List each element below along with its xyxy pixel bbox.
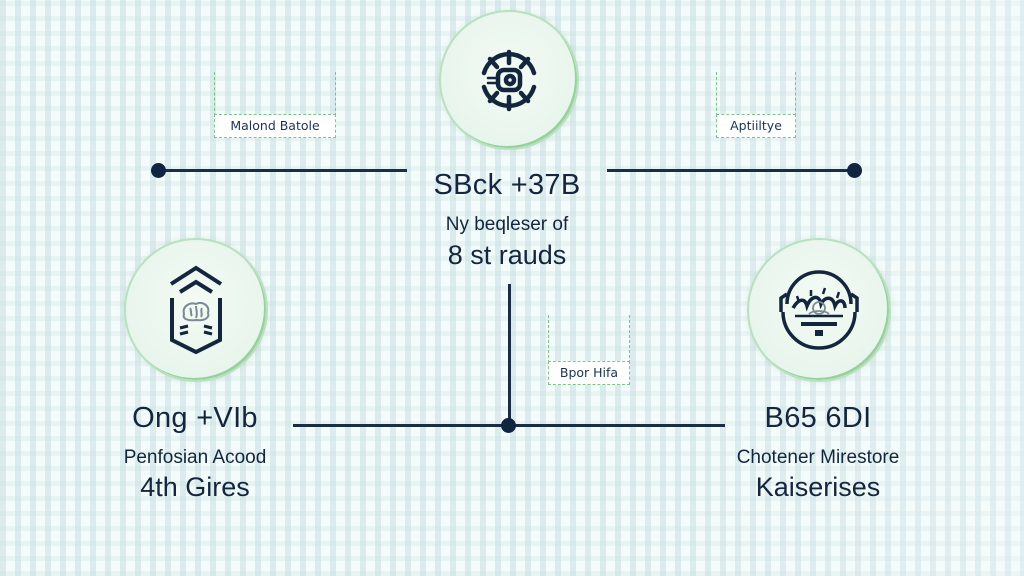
left-node-title: Ong +VIb	[132, 402, 258, 434]
tag-label: Malond Batole	[214, 114, 336, 138]
tag-center: Bpor Hifa	[548, 315, 630, 385]
tag-bracket	[548, 315, 630, 363]
tag-top-right: Aptiiltye	[716, 72, 796, 138]
shield-brain-icon	[166, 264, 226, 356]
left-node-detail: 4th Gires	[140, 472, 250, 502]
tag-bracket	[716, 72, 796, 116]
right-node-title: B65 6DI	[764, 402, 872, 434]
connector-bottom-left	[293, 424, 508, 427]
tag-top-left: Malond Batole	[214, 72, 336, 138]
emblem-seal-icon	[773, 268, 865, 352]
top-node-circle	[439, 10, 579, 150]
right-node-circle	[747, 238, 891, 382]
top-node-title: SBck +37B	[433, 169, 581, 201]
right-node-detail: Kaiserises	[755, 472, 881, 502]
junction-dot-left	[151, 163, 166, 178]
connector-bottom-right	[510, 424, 725, 427]
connector-top-left	[159, 169, 407, 172]
top-node-detail: 8 st rauds	[447, 240, 567, 270]
tag-bracket	[214, 72, 336, 116]
tag-label: Bpor Hifa	[548, 361, 630, 385]
left-node-subtitle: Penfosian Acood	[123, 447, 267, 468]
junction-dot-right	[847, 163, 862, 178]
junction-dot-center	[501, 418, 516, 433]
top-node-subtitle: Ny beqleser of	[445, 214, 569, 235]
left-node-circle	[124, 238, 268, 382]
right-node-subtitle: Chotener Mirestore	[736, 447, 900, 468]
tag-label: Aptiiltye	[716, 114, 796, 138]
gear-wheel-icon	[472, 43, 546, 117]
connector-vertical	[508, 284, 511, 425]
connector-top-right	[607, 169, 855, 172]
